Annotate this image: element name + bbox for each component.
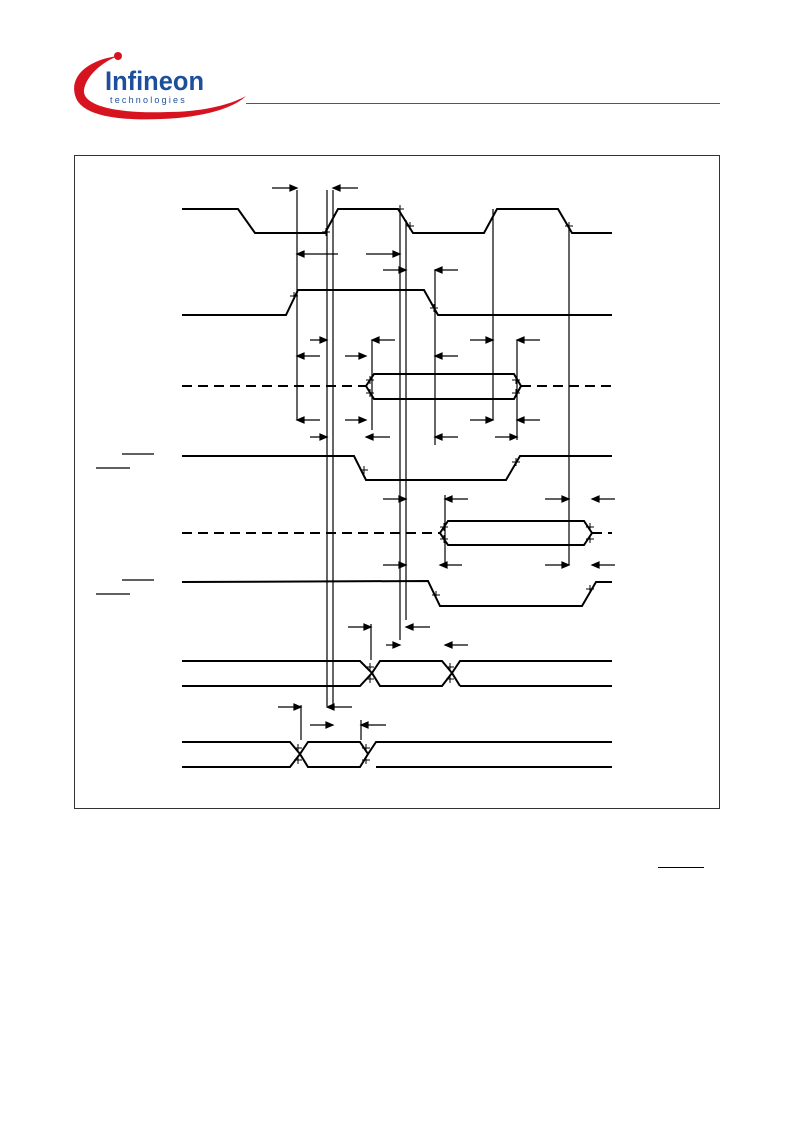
signal-2-waveform	[182, 289, 612, 316]
diagram-frame	[74, 155, 720, 809]
transition-ticks	[290, 205, 594, 764]
header-rule	[246, 103, 720, 104]
reference-lines	[296, 190, 570, 740]
signal-3-bus	[364, 373, 523, 400]
infineon-logo: Infineon technologies	[74, 52, 247, 120]
logo-tagline: technologies	[110, 95, 187, 105]
signal-8-bus	[182, 741, 612, 768]
timing-arrows	[272, 184, 615, 729]
signal-6-waveform	[181, 579, 612, 607]
logo-dot	[114, 52, 122, 60]
logo-wordmark: Infineon	[105, 66, 204, 96]
signal-1-waveform	[182, 208, 612, 234]
signal-label-marks	[96, 453, 154, 595]
signal-7-bus	[182, 660, 612, 687]
footer-overbar-mark	[658, 867, 704, 868]
signal-4-waveform	[182, 455, 612, 481]
